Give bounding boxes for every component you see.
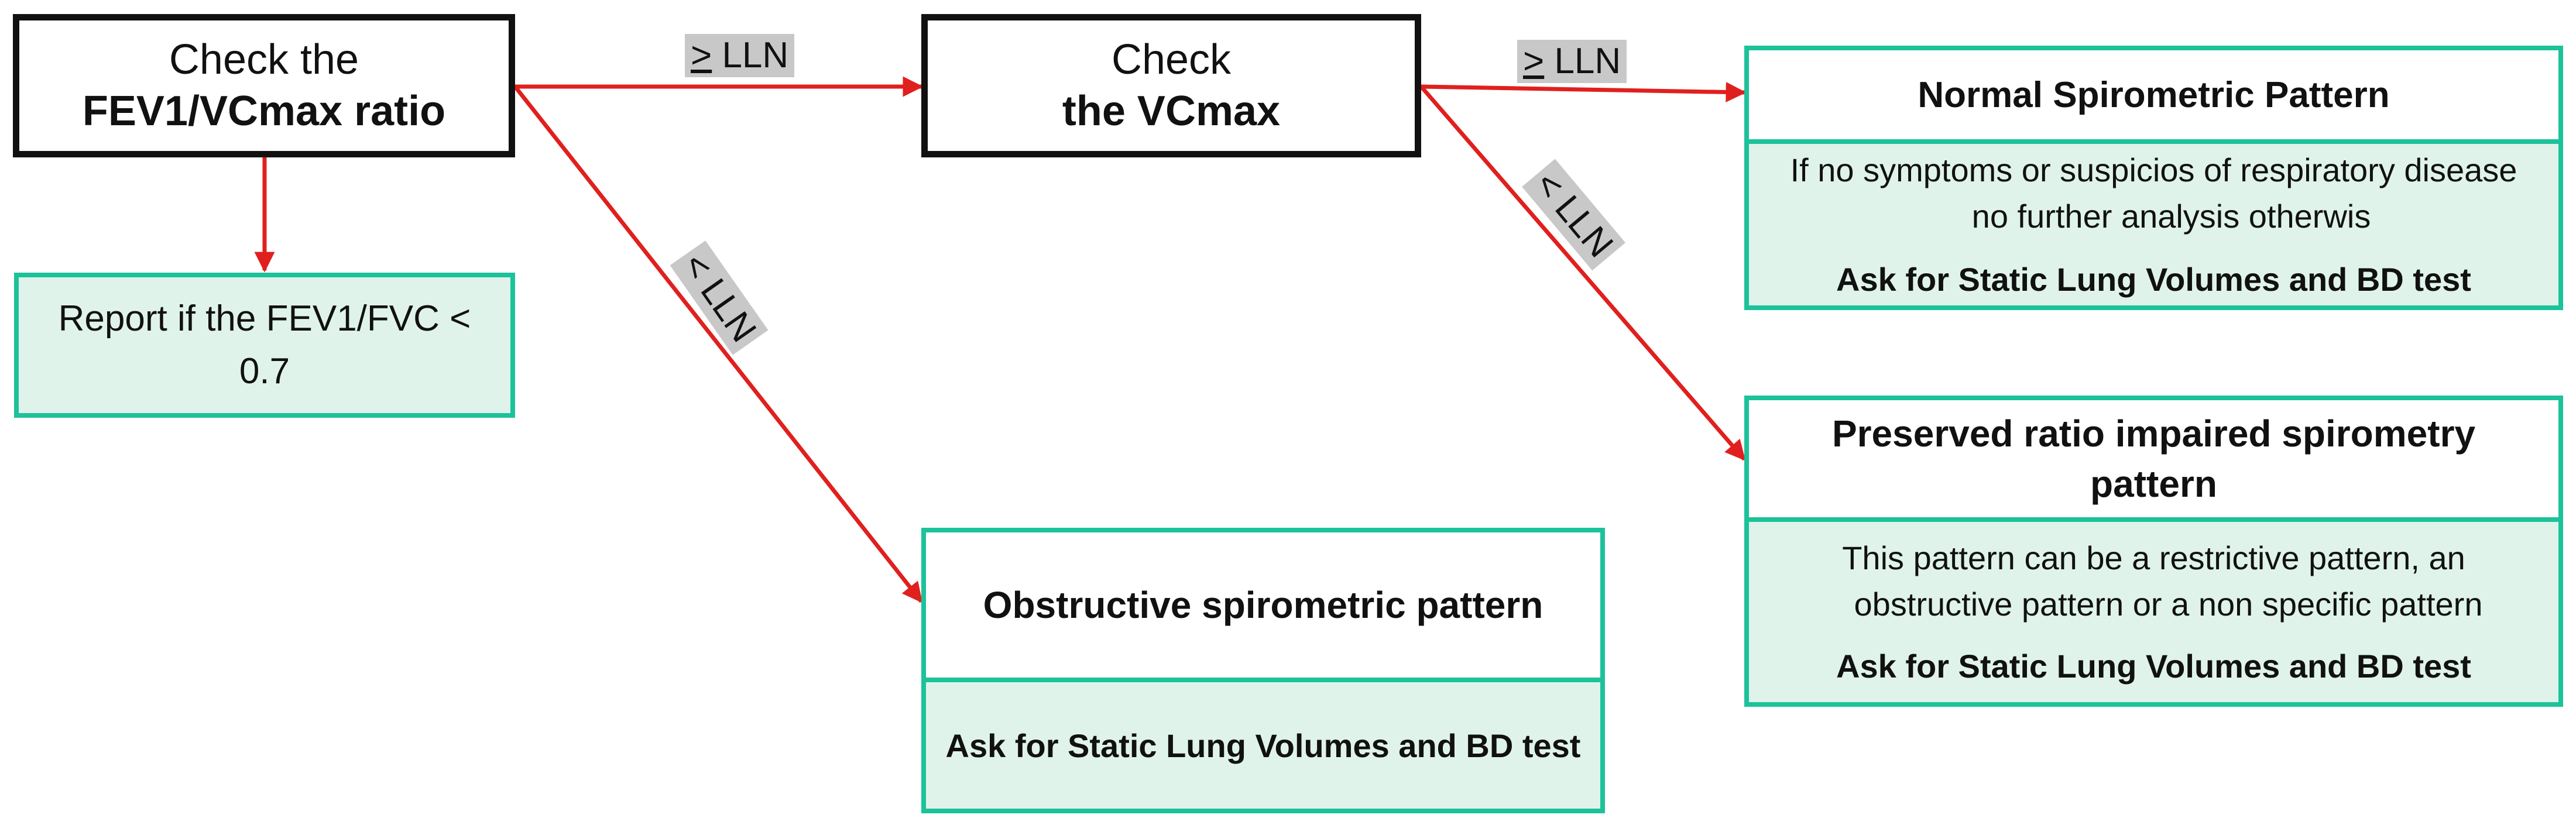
preserved-pattern-title-line1: Preserved ratio impaired spirometry bbox=[1831, 412, 2476, 455]
normal-pattern-title-text: Normal Spirometric Pattern bbox=[1918, 74, 2390, 115]
check-ratio-box: Check the FEV1/VCmax ratio bbox=[13, 14, 515, 157]
obstructive-pattern-card: Obstructive spirometric pattern Ask for … bbox=[921, 528, 1605, 813]
obstructive-pattern-title-text: Obstructive spirometric pattern bbox=[983, 584, 1543, 626]
normal-pattern-body: If no symptoms or suspicios of respirato… bbox=[1749, 144, 2558, 305]
label-vcmax-to-normal-text: LLN bbox=[1544, 41, 1621, 81]
check-vcmax-box: Check the VCmax bbox=[921, 14, 1421, 157]
normal-pattern-text-line2: no further analysis otherwis bbox=[1971, 198, 2371, 235]
label-ratio-to-vcmax-text: LLN bbox=[712, 35, 789, 75]
obstructive-pattern-title: Obstructive spirometric pattern bbox=[926, 532, 1600, 682]
preserved-pattern-text-line2: obstructive pattern or a non specific pa… bbox=[1854, 586, 2483, 623]
preserved-pattern-title-line2: pattern bbox=[2090, 463, 2217, 505]
label-ratio-to-vcmax: > LLN bbox=[685, 34, 795, 77]
arrow-ratio-to-obstructive bbox=[513, 85, 923, 603]
obstructive-pattern-action: Ask for Static Lung Volumes and BD test bbox=[945, 727, 1581, 764]
label-vcmax-to-normal-symbol: > bbox=[1523, 41, 1545, 81]
label-vcmax-to-normal: > LLN bbox=[1517, 40, 1627, 83]
normal-pattern-title: Normal Spirometric Pattern bbox=[1749, 50, 2558, 144]
normal-pattern-text-line1: If no symptoms or suspicios of respirato… bbox=[1790, 151, 2517, 188]
normal-pattern-card: Normal Spirometric Pattern If no symptom… bbox=[1744, 46, 2563, 310]
label-ratio-to-vcmax-symbol: > bbox=[691, 35, 712, 75]
arrow-vcmax-to-normal bbox=[1421, 81, 1747, 102]
check-ratio-line1: Check the bbox=[169, 36, 359, 83]
report-line2: 0.7 bbox=[239, 351, 290, 391]
obstructive-pattern-body: Ask for Static Lung Volumes and BD test bbox=[926, 682, 1600, 809]
preserved-pattern-text-line1: This pattern can be a restrictive patter… bbox=[1842, 539, 2465, 576]
check-vcmax-line2: the VCmax bbox=[1062, 87, 1281, 135]
preserved-pattern-body: This pattern can be a restrictive patter… bbox=[1749, 522, 2558, 702]
preserved-pattern-title: Preserved ratio impaired spirometry patt… bbox=[1749, 400, 2558, 522]
report-box: Report if the FEV1/FVC < 0.7 bbox=[14, 273, 515, 418]
check-vcmax-line1: Check bbox=[1111, 36, 1232, 83]
check-ratio-line2: FEV1/VCmax ratio bbox=[82, 87, 446, 135]
arrow-vcmax-to-preserved bbox=[1419, 85, 1746, 461]
report-line1: Report if the FEV1/FVC < bbox=[58, 298, 471, 339]
preserved-pattern-action: Ask for Static Lung Volumes and BD test bbox=[1836, 647, 2471, 685]
normal-pattern-action: Ask for Static Lung Volumes and BD test bbox=[1836, 260, 2471, 298]
preserved-pattern-card: Preserved ratio impaired spirometry patt… bbox=[1744, 396, 2563, 707]
